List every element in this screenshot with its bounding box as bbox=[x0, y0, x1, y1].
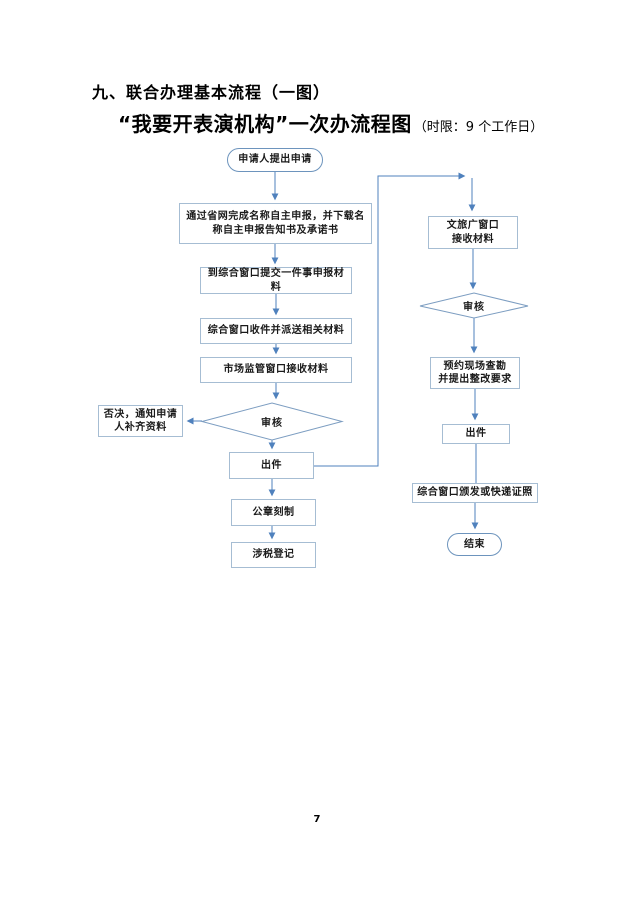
flow-node-deliver-license: 综合窗口颁发或快递证照 bbox=[412, 483, 538, 503]
flow-node-reject-notify: 否决，通知申请 人补齐资料 bbox=[98, 405, 183, 437]
page-number: 7 bbox=[313, 814, 321, 825]
flow-node-site-survey: 预约现场查勘 并提出整改要求 bbox=[430, 357, 520, 389]
flow-node-name-declare: 通过省网完成名称自主申报，并下载名 称自主申报告知书及承诺书 bbox=[179, 203, 372, 244]
flowchart-title-main: “我要开表演机构”一次办流程图 bbox=[118, 112, 412, 136]
flow-node-tax-registration: 涉税登记 bbox=[231, 542, 316, 568]
flow-node-receive-dispatch: 综合窗口收件并派送相关材料 bbox=[200, 318, 352, 344]
flow-node-culture-window-receive: 文旅广窗口 接收材料 bbox=[428, 216, 518, 249]
decision-diamond-main bbox=[200, 402, 344, 441]
flow-node-issue-main: 出件 bbox=[229, 452, 314, 479]
connector-issue-to-right-column bbox=[314, 172, 466, 467]
flow-decision-review-right: 审核 bbox=[463, 302, 485, 313]
flow-node-seal-engraving: 公章刻制 bbox=[231, 499, 316, 526]
flowchart-title: “我要开表演机构”一次办流程图（时限：9 个工作日） bbox=[118, 108, 543, 137]
decision-diamond-right bbox=[419, 292, 529, 319]
flowchart-title-time-limit: （时限：9 个工作日） bbox=[413, 120, 544, 135]
flow-node-market-receive: 市场监管窗口接收材料 bbox=[200, 357, 352, 383]
flow-node-start: 申请人提出申请 bbox=[227, 148, 323, 172]
section-heading: 九、联合办理基本流程（一图） bbox=[92, 83, 331, 102]
flow-node-issue-right: 出件 bbox=[442, 424, 510, 444]
flow-node-submit-materials: 到综合窗口提交一件事申报材 料 bbox=[200, 267, 352, 294]
flow-decision-review-main: 审核 bbox=[261, 418, 283, 429]
flow-node-end: 结束 bbox=[447, 533, 502, 556]
